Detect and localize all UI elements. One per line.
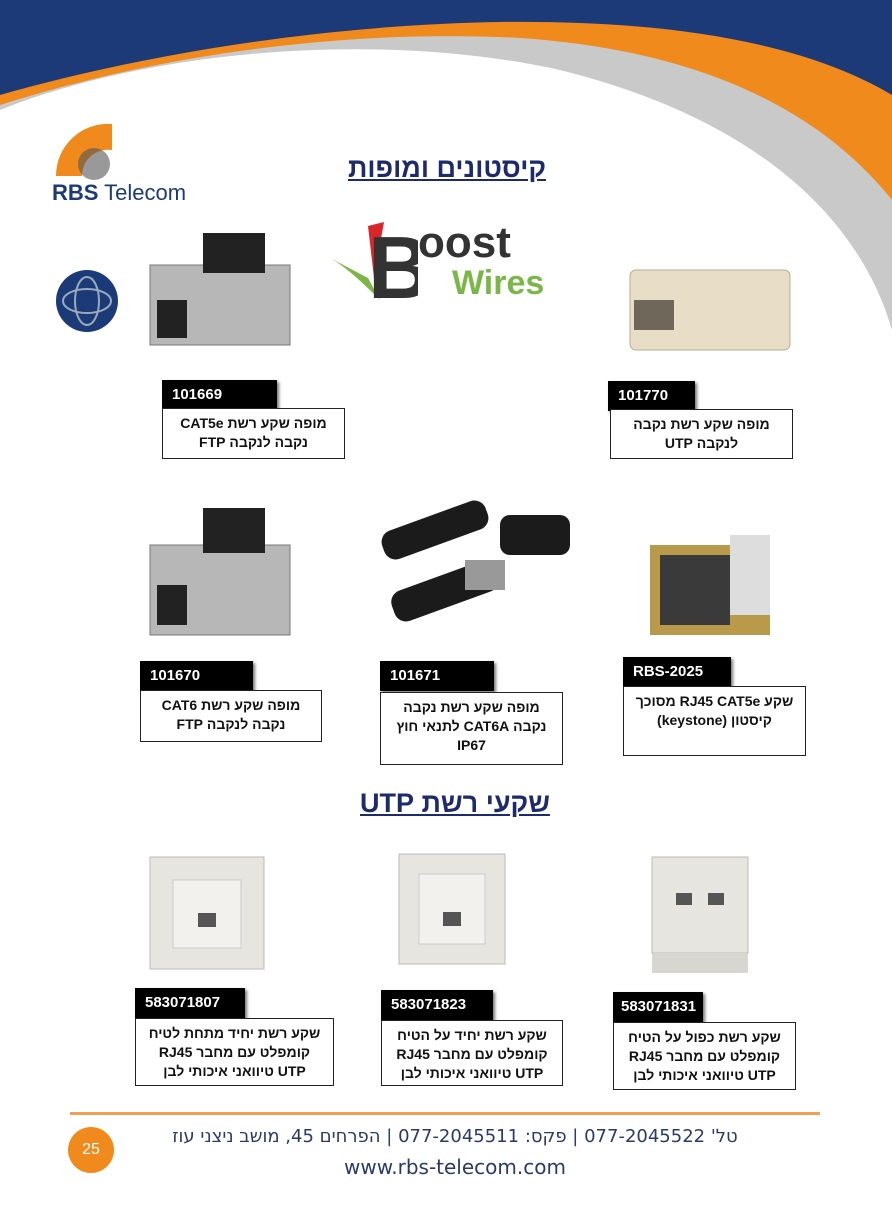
product-desc-line: קומפלט עם מחבר RJ45: [628, 1048, 781, 1064]
product-desc-line: נקבה לנקבה FTP: [199, 434, 308, 450]
product-desc-line: לנקבה UTP: [664, 435, 739, 451]
product-code: 583071823: [381, 990, 493, 1020]
product-desc-line: מופה שקע רשת CAT6: [161, 697, 301, 713]
product-desc-line: קיסטון (keystone): [657, 712, 772, 728]
product-desc-line: IP67: [457, 737, 486, 753]
product-desc-line: שקע רשת יחיד מתחת לטיח: [148, 1025, 321, 1041]
product-desc-line: שקע רשת כפול על הטיח: [628, 1029, 781, 1045]
footer-divider: [70, 1112, 820, 1115]
rbs-telecom-logo: RBS Telecom: [52, 120, 192, 205]
product-image-keystone: [650, 535, 770, 635]
product-code: 101670: [140, 661, 253, 691]
product-desc-line: מופה שקע רשת CAT5e: [180, 415, 327, 431]
product-desc-line: נקבה CAT6A לתנאי חוץ: [396, 718, 547, 734]
wires-text: Wires: [452, 264, 545, 302]
product-image-coupler-ftp: [149, 233, 291, 346]
logo-mark-icon: [55, 123, 112, 180]
brand-bold: RBS: [52, 180, 99, 205]
brand-light: Telecom: [104, 180, 187, 205]
product-image-surface-socket: [398, 853, 506, 965]
product-desc-line: שקע רשת יחיד על הטיח: [397, 1027, 547, 1043]
section-title-keystones: קיסטונים ומופות: [347, 153, 547, 183]
product-image-flush-socket: [149, 856, 265, 970]
product-desc-line: UTP טיוואני איכותי לבן: [163, 1063, 306, 1079]
product-image-coupler-utp: [629, 269, 791, 351]
product-code: 101669: [162, 380, 277, 410]
product-desc-line: מופה שקע רשת נקבה: [633, 416, 770, 432]
product-image-double-socket: [651, 856, 749, 973]
product-code: 101671: [380, 661, 494, 691]
footer-contact: טל' 077-2045522 | פקס: 077-2045511 | הפר…: [172, 1126, 738, 1147]
product-desc-line: נקבה לנקבה FTP: [176, 716, 286, 732]
product-code: RBS-2025: [623, 657, 731, 687]
product-desc-line: קומפלט עם מחבר RJ45: [396, 1046, 548, 1062]
product-code: 101770: [608, 381, 695, 411]
page-number: 25: [68, 1127, 114, 1173]
svg-text:B: B: [368, 218, 418, 302]
product-image-coupler-ip67: [381, 500, 570, 622]
product-code: 583071831: [613, 992, 703, 1022]
product-desc-line: מופה שקע רשת נקבה: [403, 699, 540, 715]
boost-text: oost: [418, 218, 511, 267]
product-image-coupler-cat6: [149, 508, 291, 636]
product-desc-line: שקע RJ45 CAT5e מסוכך: [635, 693, 794, 709]
boost-wires-logo: B oost Wires: [328, 218, 568, 302]
section-title-utp-sockets: שקעי רשת UTP: [360, 788, 550, 818]
footer-url[interactable]: www.rbs-telecom.com: [344, 1155, 566, 1179]
product-desc-line: UTP טיוואני איכותי לבן: [400, 1065, 544, 1081]
product-desc-line: קומפלט עם מחבר RJ45: [158, 1044, 311, 1060]
header-banner: [0, 0, 892, 330]
product-desc-line: UTP טיוואני איכותי לבן: [633, 1067, 776, 1083]
globe-icon: [56, 270, 118, 332]
product-code: 583071807: [135, 988, 245, 1018]
